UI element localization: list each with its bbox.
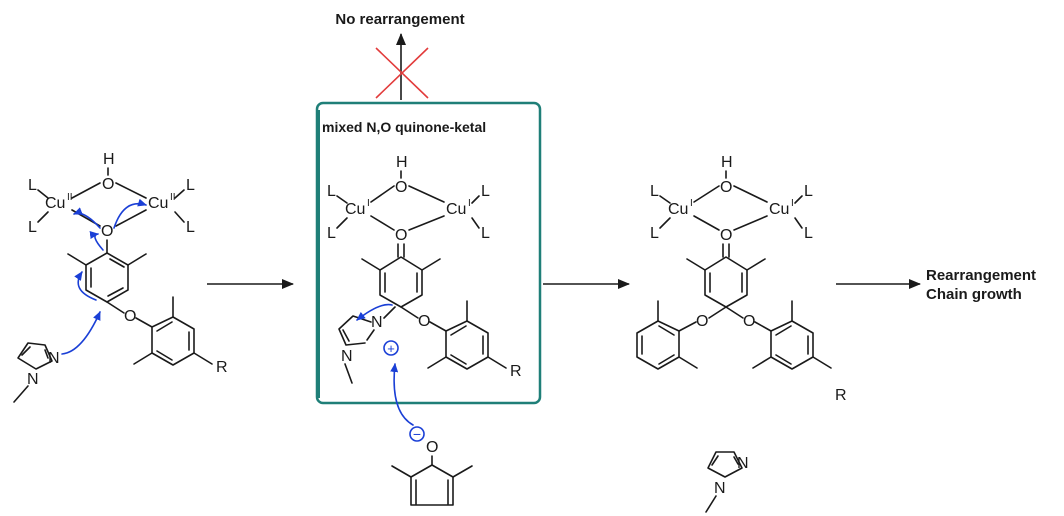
ligand-l: L	[650, 183, 659, 200]
ligand-l: L	[481, 225, 490, 242]
ligand-l: L	[327, 183, 336, 200]
minus-charge	[409, 426, 425, 442]
atom-n: N	[27, 371, 39, 388]
atom-h: H	[103, 151, 115, 168]
atom-o: O	[124, 308, 136, 325]
ligand-l: L	[650, 225, 659, 242]
ligand-l: L	[327, 225, 336, 242]
electron-arrow	[113, 198, 147, 229]
atom-cu: Cu	[345, 201, 365, 218]
ligand-l: L	[804, 183, 813, 200]
atom-h: H	[721, 154, 733, 171]
atom-n: N	[48, 350, 60, 367]
atom-cu: Cu	[668, 201, 688, 218]
ketal-title: mixed N,O quinone-ketal	[322, 119, 486, 135]
atom-n: N	[341, 348, 353, 365]
ligand-l: L	[28, 219, 37, 236]
ligand-l: L	[481, 183, 490, 200]
ligand-l: L	[186, 219, 195, 236]
atom-o: O	[102, 176, 114, 193]
r-group: R	[216, 359, 228, 376]
minus-sign: −	[413, 426, 421, 442]
atom-cu: Cu	[45, 195, 65, 212]
ox-state: II	[67, 192, 73, 203]
atom-n: N	[714, 480, 726, 497]
ox-state: II	[170, 192, 176, 203]
atom-cu: Cu	[769, 201, 789, 218]
structure-2-quinone-ketal: H O Cu I Cu I L L L L O O	[327, 154, 522, 426]
electron-arrow	[61, 311, 101, 355]
chain-growth-label: Chain growth	[926, 286, 1022, 303]
phenoxide-nucleophile: − O	[391, 426, 473, 506]
atom-o: O	[395, 227, 407, 244]
electron-arrow	[73, 207, 101, 229]
rearrangement-label: Rearrangement	[926, 267, 1036, 284]
structure-1-copper-complex: H O Cu II Cu II L L L L O O	[13, 151, 228, 403]
atom-o: O	[101, 223, 113, 240]
ligand-l: L	[28, 177, 37, 194]
no-rearrangement-path: No rearrangement	[335, 11, 465, 100]
atom-o: O	[743, 313, 755, 330]
plus-charge	[383, 340, 399, 356]
atom-o: O	[426, 439, 438, 456]
r-group: R	[510, 363, 522, 380]
ox-state: I	[367, 198, 370, 209]
atom-o: O	[720, 179, 732, 196]
ligand-l: L	[804, 225, 813, 242]
atom-n: N	[371, 314, 383, 331]
no-rearrangement-label: No rearrangement	[335, 11, 464, 28]
atom-cu: Cu	[148, 195, 168, 212]
electron-arrow	[74, 271, 97, 301]
atom-o: O	[395, 179, 407, 196]
ox-state: I	[690, 198, 693, 209]
atom-h: H	[396, 154, 408, 171]
electron-arrow	[390, 363, 414, 426]
atom-o: O	[720, 227, 732, 244]
atom-o: O	[418, 313, 430, 330]
atom-n: N	[737, 455, 749, 472]
electron-arrow	[89, 231, 104, 251]
released-imidazole: N N	[705, 451, 749, 513]
atom-cu: Cu	[446, 201, 466, 218]
ligand-l: L	[186, 177, 195, 194]
red-cross-stroke-2	[375, 47, 429, 99]
structure-3-diaryl-ketal: H O Cu I Cu I L L L L O O O	[636, 154, 847, 404]
atom-o: O	[696, 313, 708, 330]
electron-arrow	[356, 303, 393, 321]
r-group: R	[835, 387, 847, 404]
ox-state: I	[791, 198, 794, 209]
plus-sign: +	[387, 341, 395, 356]
ox-state: I	[468, 198, 471, 209]
